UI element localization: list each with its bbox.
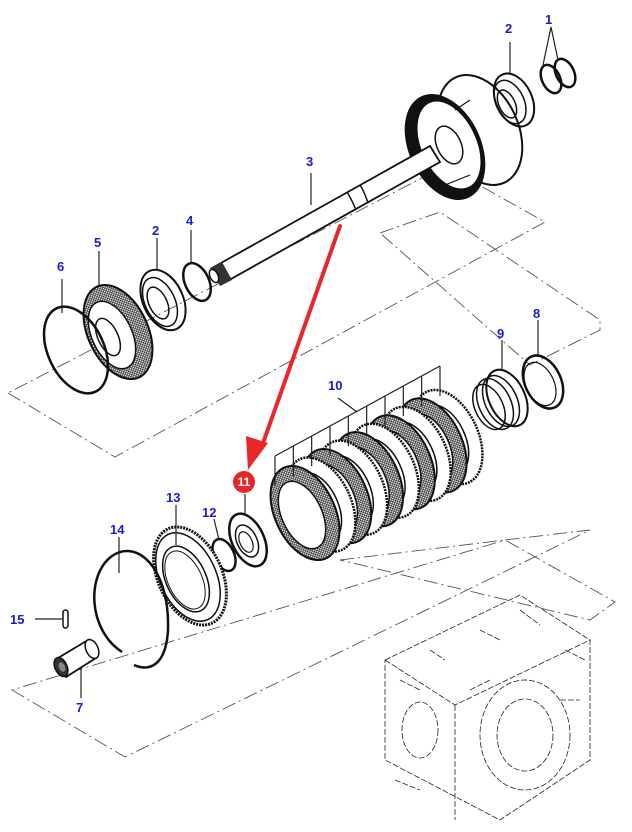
callout-10[interactable]: 10: [328, 378, 342, 393]
housing-frame: [339, 539, 616, 621]
callout-9[interactable]: 9: [497, 326, 504, 341]
part-7-coupling-sleeve[interactable]: [51, 637, 101, 679]
callout-2-lower[interactable]: 2: [152, 223, 159, 238]
callout-6[interactable]: 6: [57, 259, 64, 274]
part-9-spring[interactable]: [466, 363, 536, 435]
part-6-large-o-ring[interactable]: [31, 296, 121, 403]
callout-7[interactable]: 7: [76, 700, 83, 715]
part-14-snap-ring[interactable]: [93, 549, 170, 669]
part-8-seal-ring[interactable]: [515, 349, 571, 415]
part-13-pressure-plate[interactable]: [139, 515, 241, 636]
upper-frame-right-edge: [379, 211, 601, 366]
lower-assembly-frame: [10, 529, 591, 758]
callout-5[interactable]: 5: [94, 235, 101, 250]
callout-11: 11: [238, 475, 251, 489]
part-2-bearing-lower[interactable]: [131, 263, 194, 338]
leader-lines: [35, 26, 559, 698]
callout-1[interactable]: 1: [545, 12, 552, 27]
callout-13[interactable]: 13: [166, 490, 180, 505]
callout-14[interactable]: 14: [110, 522, 125, 537]
part-15-pin[interactable]: [62, 609, 69, 629]
callout-4[interactable]: 4: [186, 213, 194, 228]
callout-3[interactable]: 3: [306, 154, 313, 169]
part-10-bracket: [274, 365, 441, 486]
callout-11-badge[interactable]: 11: [233, 471, 255, 493]
bracket-top-line: [274, 365, 441, 457]
callouts: 1 2 3 4 2 5 6 8 9 10 11 12 13 14 15 7: [10, 12, 552, 715]
callout-2-upper[interactable]: 2: [505, 21, 512, 36]
callout-12[interactable]: 12: [202, 505, 216, 520]
part-4-o-ring[interactable]: [178, 259, 217, 305]
transmission-housing-illustration: [384, 594, 591, 821]
part-2-bearing-upper[interactable]: [486, 67, 542, 133]
highlight-arrow: [246, 224, 342, 470]
part-3-shaft[interactable]: [207, 144, 442, 286]
part-11-washer[interactable]: [222, 508, 275, 572]
part-10-clutch-disc-pack[interactable]: [257, 379, 497, 571]
callout-8[interactable]: 8: [533, 306, 540, 321]
part-5-housing[interactable]: [70, 274, 167, 390]
disc-inner-bore: [277, 480, 327, 550]
callout-15[interactable]: 15: [10, 612, 24, 627]
clutch-drum: [404, 74, 524, 200]
part-1-o-rings[interactable]: [537, 56, 580, 97]
leader-10: [337, 397, 358, 413]
